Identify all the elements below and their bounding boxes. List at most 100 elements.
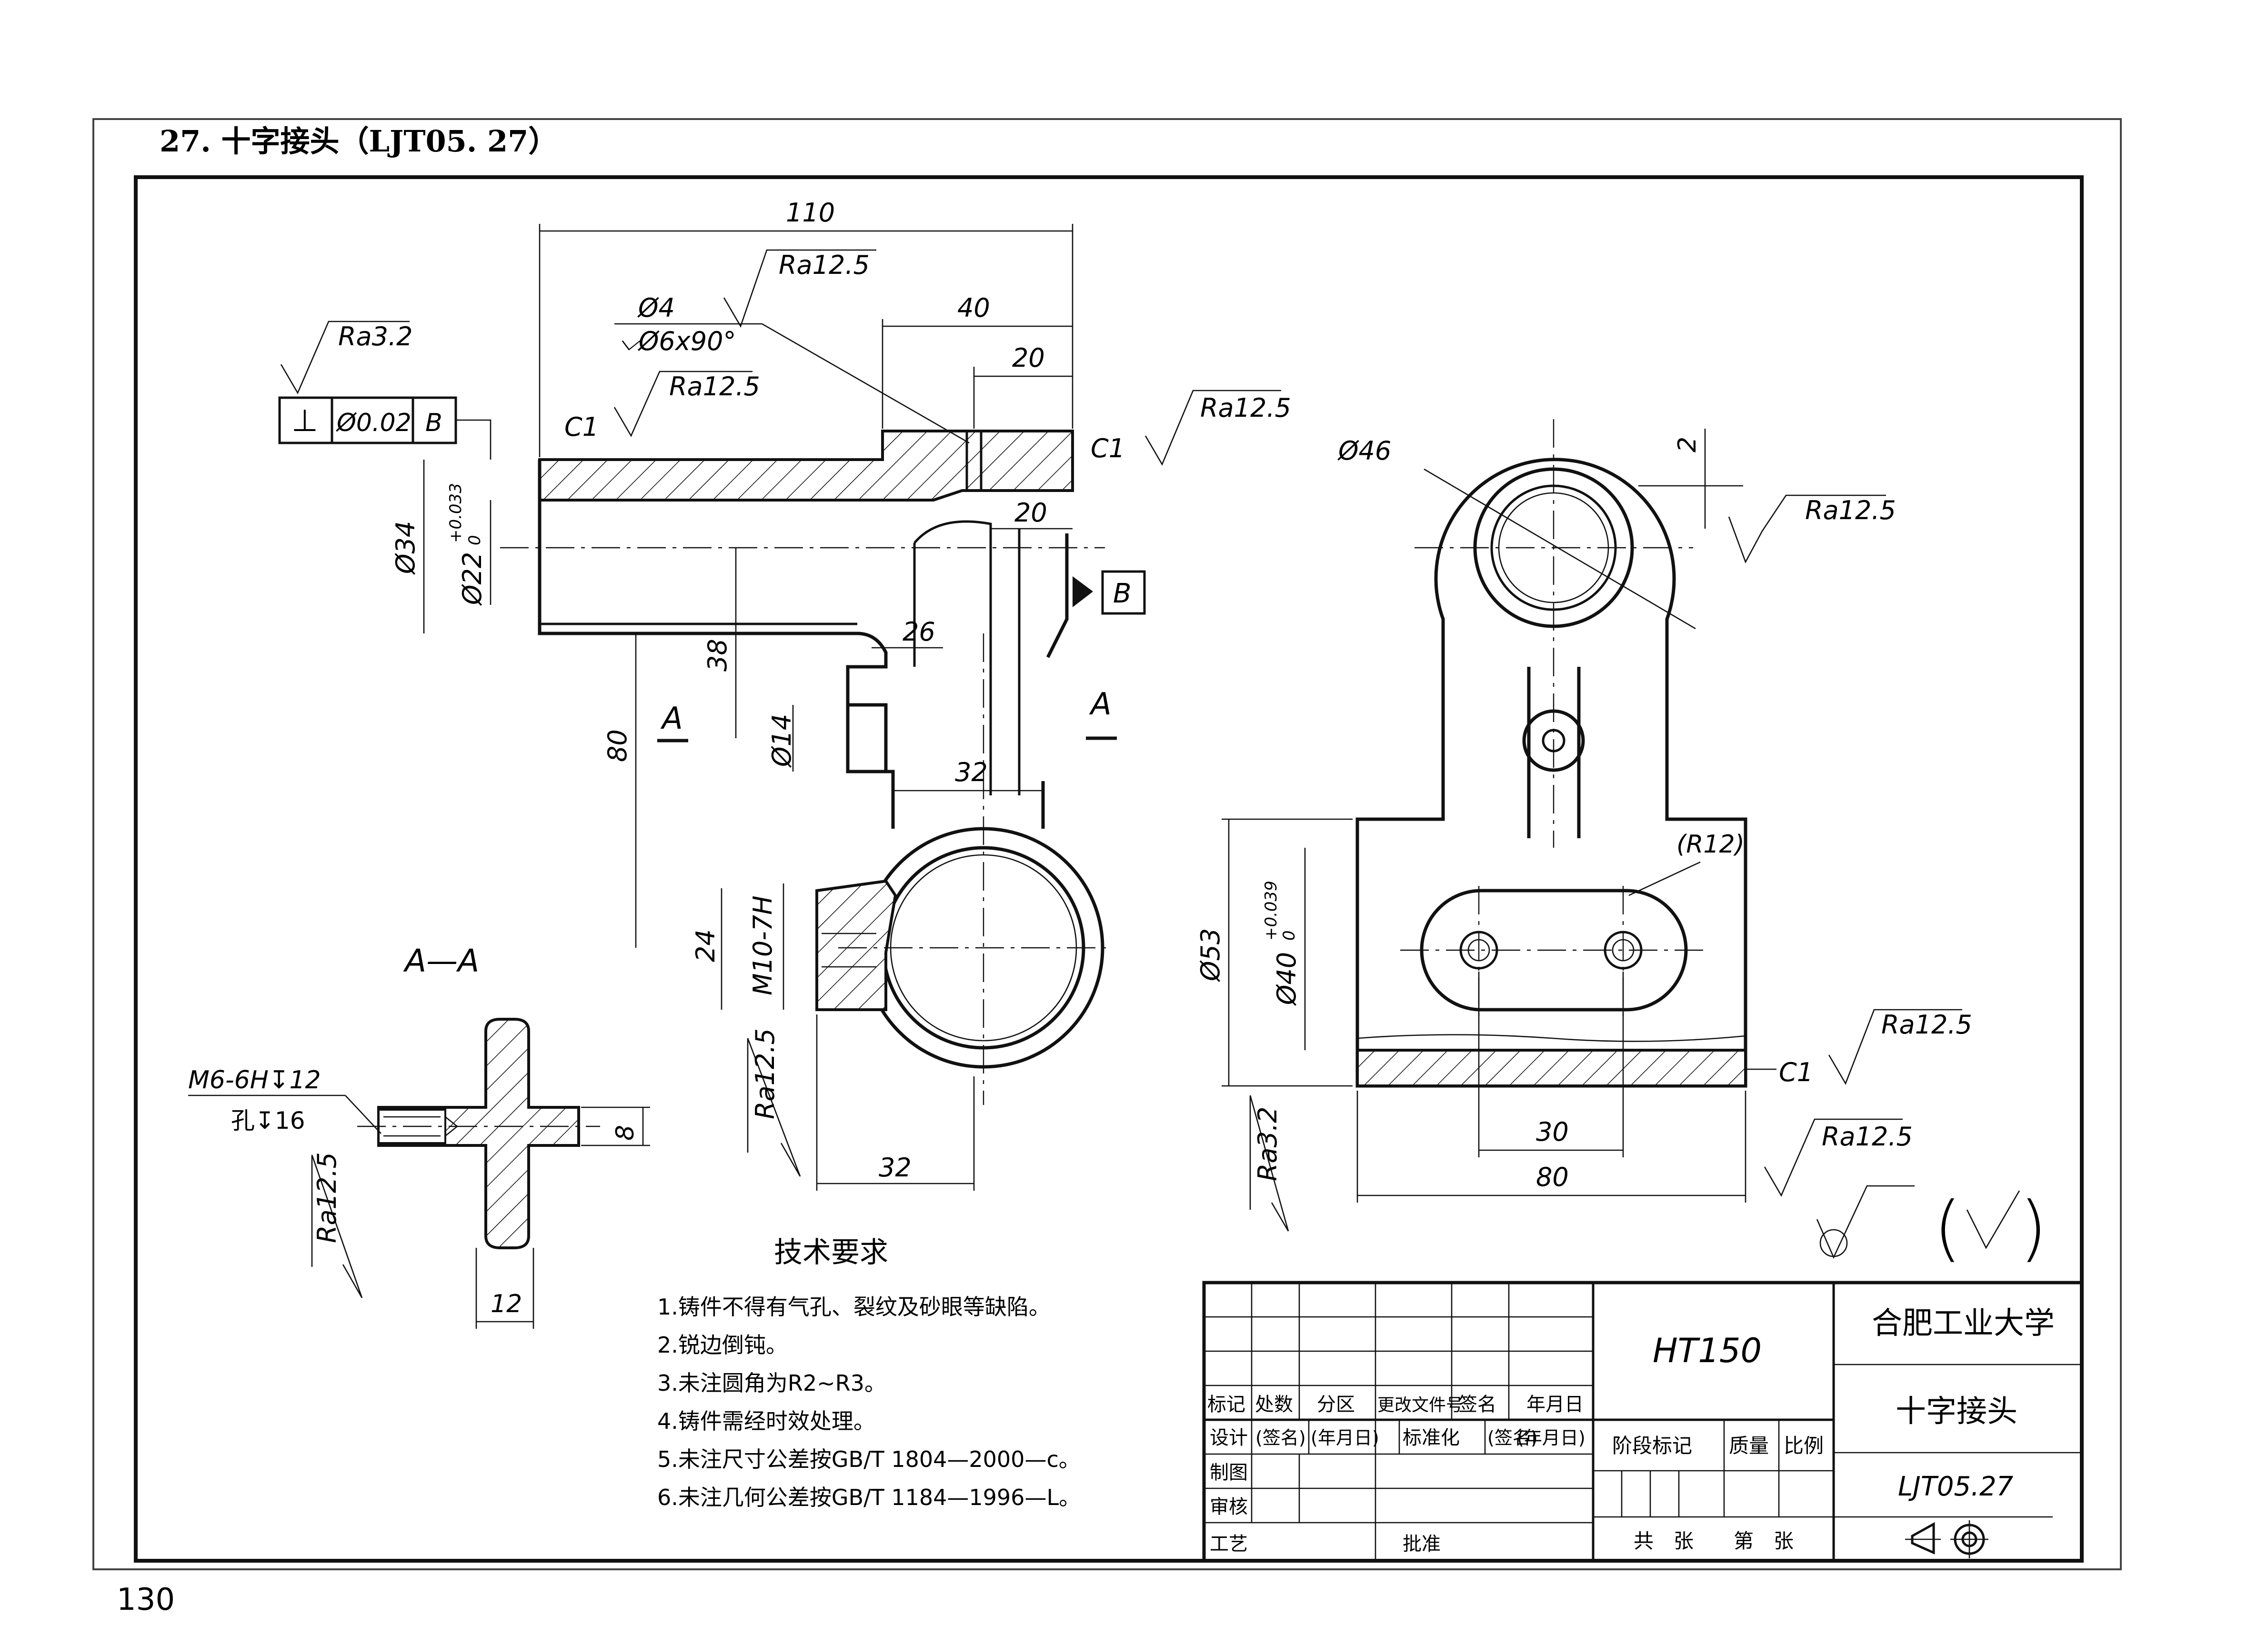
dim-phi22: Ø22	[457, 552, 487, 606]
dim-phi40-tol-upper: +0.039	[1262, 881, 1281, 941]
page-frame	[92, 118, 2122, 1570]
side-roughness: Ra12.5 Ra12.5 Ra12.5 Ra3.2	[1249, 494, 1972, 1232]
front-boss	[848, 703, 888, 772]
ra-section: Ra12.5	[312, 1152, 342, 1243]
tb-d-sign: (签名)	[1255, 1427, 1306, 1448]
projection-symbol-icon	[1905, 1520, 1988, 1558]
ra-front-left: Ra12.5	[669, 371, 760, 401]
tb-checked: 审核	[1210, 1496, 1248, 1518]
side-body-outline	[1355, 458, 1747, 1088]
tb-h-mark: 标记	[1207, 1394, 1245, 1415]
ra-side-top: Ra12.5	[1805, 495, 1896, 525]
dim-phi40: Ø40	[1272, 952, 1302, 1006]
tb-d-date: (年月日)	[1311, 1427, 1379, 1448]
page-title: 27. 十字接头（LJT05. 27）	[160, 124, 558, 159]
dim-24: 24	[691, 929, 721, 962]
general-roughness-paren-left: (	[1934, 1187, 1962, 1270]
dim-phi34: Ø34	[391, 521, 421, 575]
tb-drawn: 制图	[1210, 1462, 1248, 1484]
tb-d-design: 设计	[1210, 1427, 1248, 1449]
tech-item-2: 2.锐边倒钝。	[657, 1332, 788, 1358]
dim-phi22-tol-upper: +0.033	[446, 483, 465, 543]
datum-b-label: B	[1113, 578, 1131, 609]
dim-80-side: 80	[1536, 1162, 1569, 1192]
front-vertical-arm	[891, 533, 1069, 829]
front-view: B	[500, 430, 1146, 1105]
dim-phi53: Ø53	[1195, 928, 1225, 982]
front-thread-boss	[815, 879, 897, 1011]
tb-h-sign: 签名	[1458, 1394, 1496, 1415]
dim-30-side: 30	[1536, 1117, 1569, 1147]
front-arm-inner	[913, 520, 1021, 795]
hole-countersink: ⌵Ø6x90°	[619, 326, 736, 356]
tb-d-sign2: (签名)	[1487, 1427, 1538, 1448]
section-a-a: A—A M6-6H↧12 孔↧16 8 12 Ra12.5	[188, 943, 650, 1329]
front-upper-wall	[538, 430, 1074, 502]
front-tube-outline	[538, 460, 895, 786]
tech-item-1: 1.铸件不得有气孔、裂纹及砂眼等缺陷。	[657, 1294, 1051, 1320]
chamfer-c1-right: C1	[1091, 433, 1125, 463]
front-thread-lines	[822, 933, 876, 968]
tb-drawing-no: LJT05.27	[1898, 1471, 2014, 1502]
section-mark-a-left: A	[660, 701, 683, 736]
ra-front-top: Ra12.5	[779, 250, 870, 280]
tb-h-date: 年月日	[1526, 1394, 1584, 1415]
title-block: HT150 合肥工业大学 十字接头 LJT05.27 标记 处数 分区 更改文件…	[1202, 1281, 2084, 1563]
tech-item-6: 6.未注几何公差按GB/T 1184—1996—L。	[657, 1485, 1081, 1510]
tb-sheet-no: 第 张	[1734, 1529, 1794, 1553]
dim-26: 26	[903, 617, 935, 647]
dim-40: 40	[957, 293, 990, 323]
front-bore-line	[540, 499, 933, 625]
ra-tolerance: Ra3.2	[338, 321, 413, 351]
tolerance-datum: B	[425, 409, 442, 437]
section-cross	[377, 1018, 580, 1249]
ra-front-right: Ra12.5	[1200, 393, 1291, 423]
section-thread-note: M6-6H↧12	[188, 1066, 321, 1094]
tb-d-std: 标准化	[1403, 1427, 1460, 1449]
tb-process: 工艺	[1210, 1533, 1248, 1555]
section-dim-8: 8	[611, 1125, 640, 1141]
drawing-frame	[134, 175, 2084, 1563]
section-mark-a-right: A	[1089, 687, 1112, 722]
dim-phi14: Ø14	[767, 714, 797, 768]
side-dimensions: Ø46 2 (R12) Ø53 Ø40 +0.039 0 30 80 C1	[1195, 429, 1813, 1203]
tech-item-3: 3.未注圆角为R2~R3。	[657, 1370, 886, 1396]
tb-h-zone: 分区	[1317, 1394, 1355, 1415]
side-rib	[1527, 667, 1581, 838]
tb-approved: 批准	[1403, 1533, 1441, 1555]
tb-sheets-total: 共 张	[1634, 1529, 1694, 1553]
dim-phi46: Ø46	[1337, 436, 1391, 466]
tb-university: 合肥工业大学	[1872, 1306, 2055, 1341]
ra-side-low: Ra12.5	[1822, 1122, 1913, 1152]
dim-r12: (R12)	[1676, 830, 1745, 859]
tolerance-value: Ø0.02	[336, 409, 411, 437]
tolerance-symbol: ⊥	[291, 403, 318, 439]
tb-d-date2: (年月日)	[1517, 1427, 1586, 1448]
general-roughness-symbol: ( )	[1816, 1185, 2047, 1270]
section-hole-note: 孔↧16	[231, 1107, 305, 1134]
tb-scale: 比例	[1784, 1434, 1824, 1457]
dim-32-mid: 32	[955, 757, 988, 787]
tech-item-5: 5.未注尺寸公差按GB/T 1804—2000—c。	[657, 1446, 1081, 1472]
tb-h-count: 处数	[1255, 1394, 1293, 1415]
tech-heading: 技术要求	[774, 1236, 888, 1269]
side-view	[1355, 419, 1747, 1088]
section-label: A—A	[403, 943, 479, 979]
dim-m10: M10-7H	[748, 895, 778, 995]
front-roughness: Ra12.5 Ra12.5 Ra12.5 Ra3.2 Ra12.5 ⊥ Ø0.0…	[278, 249, 1291, 1177]
dim-38: 38	[702, 639, 733, 672]
tb-h-doc: 更改文件号	[1377, 1395, 1463, 1415]
dim-20-mid: 20	[1014, 498, 1047, 528]
tb-mass: 质量	[1729, 1434, 1769, 1457]
ra-side-left: Ra3.2	[1253, 1107, 1283, 1182]
page-number: 130	[117, 1582, 175, 1617]
tb-stage: 阶段标记	[1612, 1434, 1692, 1457]
dim-110: 110	[786, 198, 835, 228]
hole-phi4: Ø4	[637, 293, 675, 323]
side-base-section	[1356, 1049, 1747, 1087]
datum-b-box	[1101, 570, 1146, 615]
dim-2: 2	[1673, 437, 1702, 452]
dim-20-top: 20	[1012, 343, 1045, 373]
chamfer-c1-left: C1	[564, 412, 599, 442]
